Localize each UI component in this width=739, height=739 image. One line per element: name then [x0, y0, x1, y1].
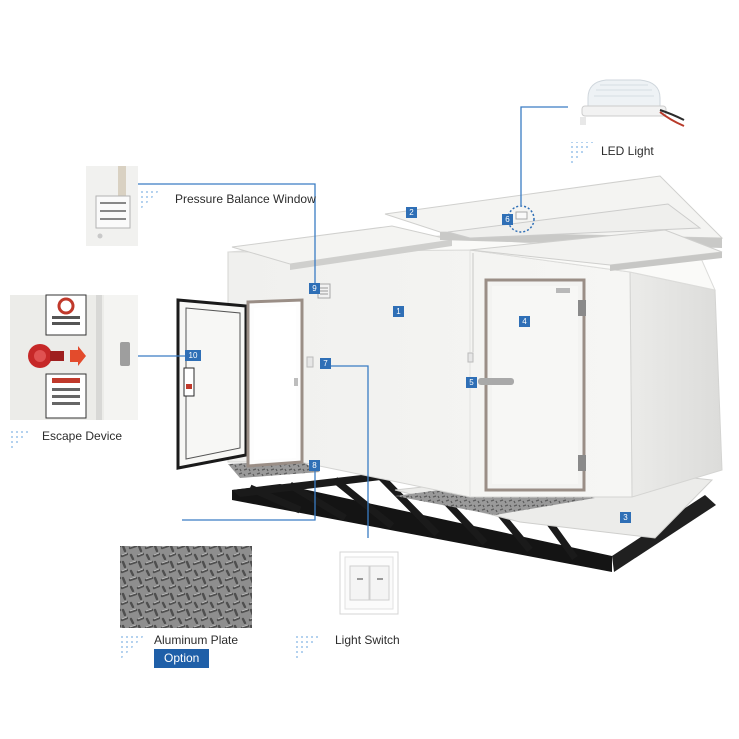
side-wall-panel	[629, 271, 723, 498]
door-handle-icon	[478, 378, 514, 385]
escape-device-photo	[10, 294, 138, 420]
marker-4: 4	[519, 316, 530, 327]
open-door	[176, 298, 248, 470]
led-light-photo	[568, 67, 686, 141]
marker-7: 7	[320, 358, 331, 369]
marker-5: 5	[466, 377, 477, 388]
wall-switch-icon	[306, 356, 314, 368]
marker-1: 1	[393, 306, 404, 317]
marker-10: 10	[185, 350, 201, 361]
light-switch-label: Light Switch	[335, 633, 400, 647]
aluminum-plate-label: Aluminum Plate	[154, 633, 239, 647]
pressure-balance-window-label: Pressure Balance Window	[175, 192, 316, 206]
marker-9: 9	[309, 283, 320, 294]
marker-2: 2	[406, 207, 417, 218]
marker-6: 6	[502, 214, 513, 225]
marker-3: 3	[620, 512, 631, 523]
light-switch-photo	[339, 551, 399, 615]
pressure-window-photo	[86, 166, 138, 246]
marker-8: 8	[309, 460, 320, 471]
closed-door	[478, 278, 586, 492]
aluminum-plate-photo	[120, 546, 252, 628]
ceiling-panels	[231, 175, 724, 271]
option-badge: Option	[154, 649, 210, 668]
led-light-label: LED Light	[601, 144, 654, 158]
leader-lines	[137, 106, 568, 538]
escape-device-label: Escape Device	[42, 429, 123, 443]
